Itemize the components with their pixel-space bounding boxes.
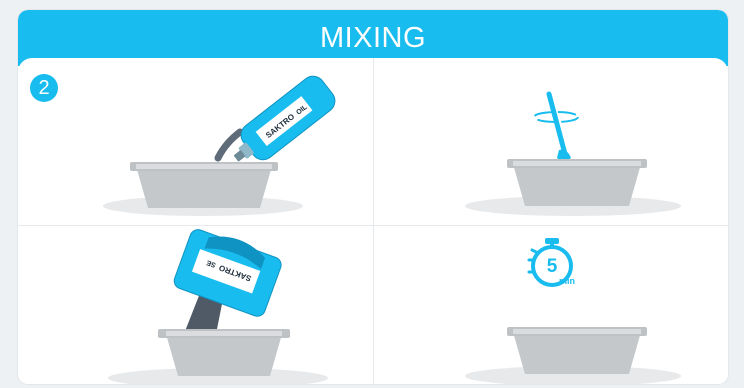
bag-pour-icon: SAKTRO SE bbox=[172, 226, 285, 344]
bowl bbox=[130, 162, 278, 208]
timer-unit: min bbox=[559, 276, 575, 286]
bottle-pour-icon: SAKTRO OIL bbox=[218, 71, 340, 174]
mixing-instructions-card: MIXING 2 SAKTRO OIL bbox=[18, 10, 728, 384]
bowl bbox=[507, 159, 647, 206]
panel-stir bbox=[373, 58, 728, 221]
steps-grid: 2 SAKTRO OIL bbox=[18, 58, 728, 384]
panel-wait: 5 min bbox=[373, 226, 728, 384]
stopwatch-icon: 5 min bbox=[529, 238, 575, 286]
timer-value: 5 bbox=[547, 256, 558, 277]
page-title: MIXING bbox=[320, 22, 426, 55]
stirrer-icon bbox=[534, 94, 578, 161]
panel-pour-liquid: 2 SAKTRO OIL bbox=[18, 58, 373, 221]
bowl bbox=[158, 329, 290, 376]
bowl bbox=[507, 327, 647, 374]
panel-add-powder: SAKTRO SE bbox=[18, 226, 373, 384]
